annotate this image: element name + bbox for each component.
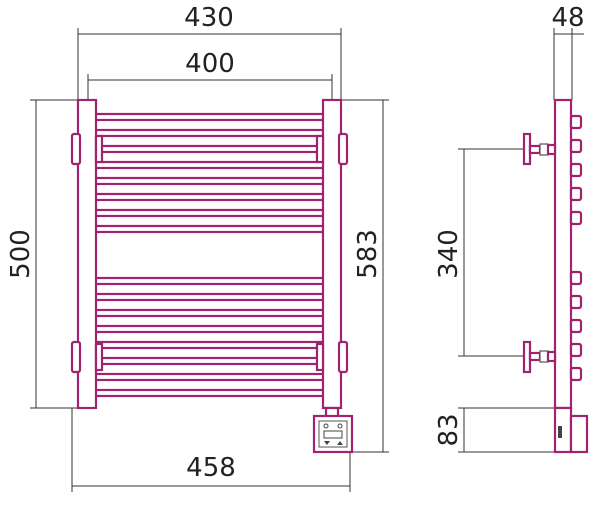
bar-stub: [569, 138, 583, 154]
bracket-clip: [315, 134, 325, 164]
towel-bar: [92, 276, 328, 286]
bottom-width-label: 458: [186, 453, 236, 483]
mount-clamp: [539, 350, 549, 363]
mount-arm: [528, 144, 542, 155]
front-view: 430 400 500 583 458: [6, 3, 389, 492]
towel-bar: [92, 160, 328, 170]
mount-collar: [546, 143, 557, 156]
controller-display: [323, 430, 343, 439]
towel-bar: [92, 340, 328, 350]
towel-bar: [92, 356, 328, 366]
wall-bracket: [70, 340, 82, 374]
towel-bar: [92, 128, 328, 138]
mount-arm: [528, 351, 542, 362]
bar-stub: [569, 162, 583, 178]
towel-bar: [92, 324, 328, 334]
bar-stub: [569, 270, 583, 286]
towel-bar: [92, 176, 328, 186]
power-icon: [323, 423, 329, 429]
total-height-label: 583: [353, 229, 383, 279]
wall-bracket: [337, 340, 349, 374]
dimension-bottom-width: 458: [71, 408, 351, 492]
mount-collar: [546, 350, 557, 363]
down-arrow-icon: [324, 441, 330, 445]
dimension-bar-width: 400: [87, 49, 333, 100]
overall-width-label: 430: [184, 3, 234, 33]
towel-bar: [92, 192, 328, 202]
side-view: 48 340 83: [434, 3, 589, 454]
side-controller-body: [553, 406, 573, 454]
wall-bracket: [337, 132, 349, 166]
bar-stub: [569, 342, 583, 358]
towel-bar: [92, 292, 328, 302]
towel-bar: [92, 224, 328, 234]
left-upright: [76, 98, 98, 410]
dimension-total-height: 583: [338, 99, 389, 453]
heater-controller: [312, 414, 354, 454]
dimension-overall-width: 430: [77, 3, 342, 100]
height-label: 500: [6, 229, 36, 279]
towel-bar: [92, 372, 328, 382]
up-arrow-icon: [337, 441, 343, 445]
side-upright: [553, 98, 573, 410]
depth-label: 48: [551, 3, 584, 33]
dimension-depth: 48: [551, 3, 585, 100]
towel-bar: [92, 388, 328, 398]
bar-stub: [569, 114, 583, 130]
towel-bars: [92, 112, 328, 398]
dimension-height: 500: [6, 99, 80, 409]
controller-panel: [318, 420, 348, 448]
controller-box: [312, 414, 354, 454]
side-bar-stubs: [569, 114, 583, 382]
bracket-clip: [94, 134, 104, 164]
wall-mount-upper: [522, 132, 557, 166]
towel-bar: [92, 208, 328, 218]
towel-bar: [92, 308, 328, 318]
dimension-mount-spacing: 340: [434, 148, 524, 357]
side-controller-box: [569, 414, 589, 454]
towel-bar: [92, 112, 328, 122]
heater-height-label: 83: [434, 413, 464, 446]
settings-icon: [337, 423, 343, 429]
bar-stub: [569, 366, 583, 382]
mount-clamp: [539, 143, 549, 156]
bar-stub: [569, 186, 583, 202]
bar-stub: [569, 294, 583, 310]
mount-spacing-label: 340: [434, 229, 464, 279]
towel-bar: [92, 144, 328, 154]
bar-stub: [569, 318, 583, 334]
wall-mount-lower: [522, 340, 557, 374]
bracket-clip: [315, 342, 325, 372]
bar-stub: [569, 210, 583, 226]
side-controller-button: [558, 426, 562, 438]
wall-bracket: [70, 132, 82, 166]
bracket-clip: [94, 342, 104, 372]
side-heater-controller: [553, 406, 589, 454]
bar-width-label: 400: [185, 49, 235, 79]
